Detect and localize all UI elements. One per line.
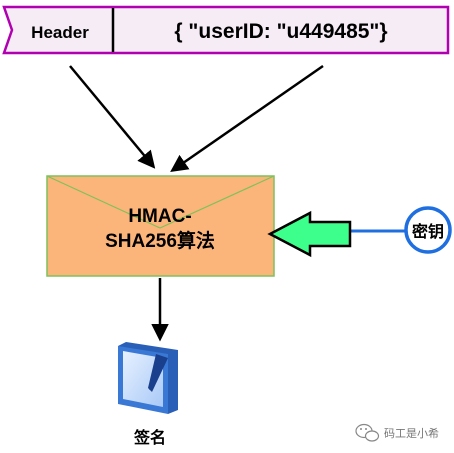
algorithm-label-line2: SHA256算法 [105,229,215,252]
signature-icon [118,342,178,414]
watermark-text: 码工是小希 [384,426,439,440]
signature-label: 签名 [133,428,166,447]
watermark: 码工是小希 [355,423,439,442]
key-node: 密钥 [404,206,452,254]
payload-label: { "userID: "u449485"} [174,20,387,43]
envelope-flap [46,175,275,229]
algorithm-box: HMAC- SHA256算法 [46,175,275,277]
key-label: 密钥 [411,222,444,241]
key-input-arrow [267,210,352,258]
algorithm-label-line1: HMAC- [128,206,191,227]
wechat-icon [355,423,380,442]
arrow-payload-to-algorithm [170,64,324,172]
header-label: Header [31,23,89,42]
header-payload-box: Header { "userID: "u449485"} [2,5,450,55]
arrow-header-to-algorithm [69,65,156,169]
